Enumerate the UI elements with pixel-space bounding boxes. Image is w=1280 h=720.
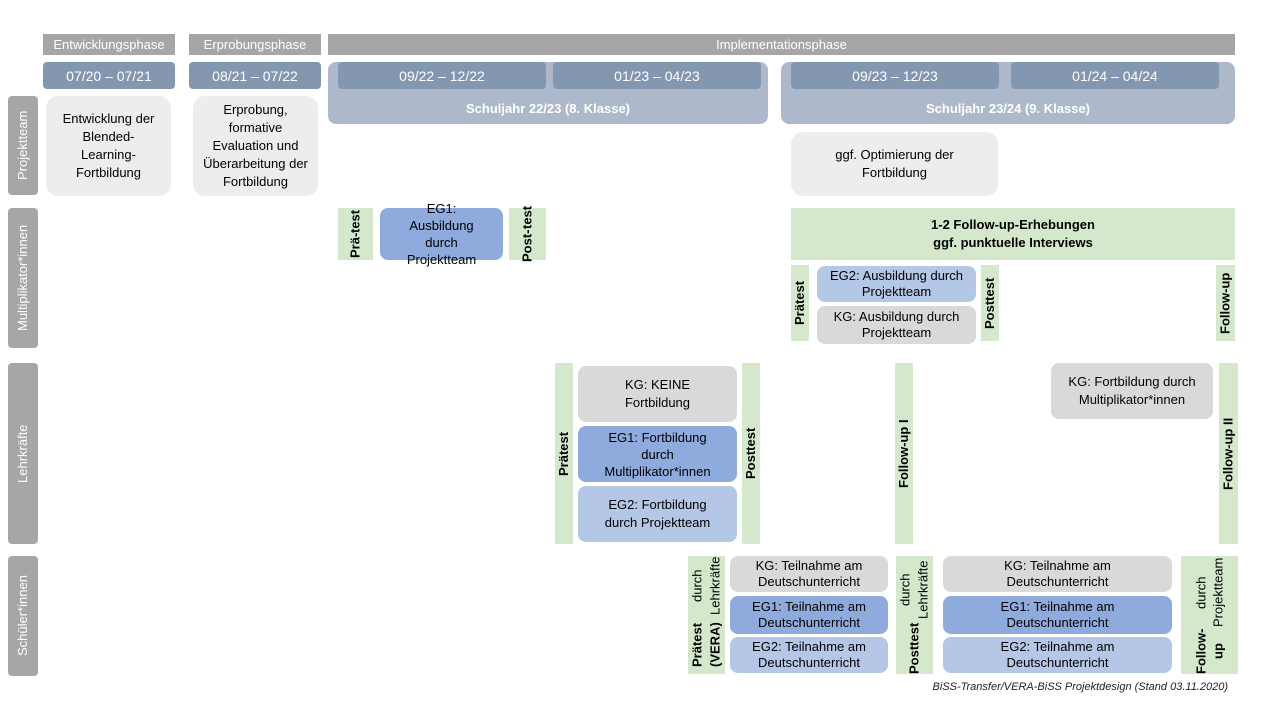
lehr-followup-1: Follow-up I: [895, 363, 913, 544]
lehr-praetest: Prätest: [555, 363, 573, 544]
box-erprobung: Erprobung, formative Evaluation und Über…: [193, 96, 318, 196]
multi-posttest-1: Post-test: [509, 206, 546, 262]
schueler-kg-1: KG: Teilnahme am Deutschunterricht: [730, 556, 888, 592]
lehr-eg2: EG2: Fortbildung durch Projektteam: [578, 486, 737, 542]
date-period: 09/23 – 12/23: [791, 62, 999, 89]
lehr-followup-2: Follow-up II: [1219, 363, 1238, 544]
label: Prätest (VERA): [689, 622, 723, 668]
date-period: 01/24 – 04/24: [1011, 62, 1219, 89]
schueler-eg2-1: EG2: Teilnahme am Deutschunterricht: [730, 637, 888, 673]
multi-followup: Follow-up: [1216, 265, 1235, 341]
phase-entwicklung: Entwicklungsphase: [43, 34, 175, 55]
label: durch Lehrkräfte: [689, 556, 723, 616]
date-period: 09/22 – 12/22: [338, 62, 546, 89]
multi-eg2: EG2: Ausbildung durch Projektteam: [817, 266, 976, 302]
label: durch Projektteam: [1193, 557, 1226, 627]
multi-kg: KG: Ausbildung durch Projektteam: [817, 306, 976, 344]
multi-eg1: EG1: Ausbildung durch Projektteam: [380, 201, 503, 267]
date-period: 01/23 – 04/23: [553, 62, 761, 89]
lehr-posttest: Posttest: [742, 363, 760, 544]
box-entwicklung: Entwicklung der Blended-Learning-Fortbil…: [46, 96, 171, 196]
label: test: [519, 206, 535, 230]
label: Post-: [519, 229, 535, 262]
label: Follow-up: [1193, 628, 1226, 675]
row-label-schueler: Schüler*innen: [8, 556, 38, 676]
multi-posttest-2: Posttest: [981, 265, 999, 341]
row-label-multiplikatoren: Multiplikator*innen: [8, 208, 38, 348]
caption: BiSS-Transfer/VERA-BiSS Projektdesign (S…: [932, 681, 1228, 693]
phase-erprobung: Erprobungsphase: [189, 34, 321, 55]
multi-praetest-2: Prätest: [791, 265, 809, 341]
label: Posttest: [906, 622, 922, 674]
schueler-posttest: Posttest durch Lehrkräfte: [896, 556, 933, 674]
label: Prä-: [347, 232, 363, 259]
box-optimierung: ggf. Optimierung der Fortbildung: [791, 132, 998, 196]
phase-implementation: Implementationsphase: [328, 34, 1235, 55]
label: test: [347, 209, 363, 233]
label: ggf. punktuelle Interviews: [933, 235, 1093, 250]
schueler-eg2-2: EG2: Teilnahme am Deutschunterricht: [943, 637, 1172, 673]
date-period: 08/21 – 07/22: [189, 62, 321, 89]
schueler-eg1-1: EG1: Teilnahme am Deutschunterricht: [730, 596, 888, 634]
lehr-eg1: EG1: Fortbildung durch Multiplikator*inn…: [578, 426, 737, 482]
multi-followup-erhebungen: 1-2 Follow-up-Erhebungen ggf. punktuelle …: [791, 208, 1235, 260]
row-label-lehrkraefte: Lehrkräfte: [8, 363, 38, 544]
date-period: 07/20 – 07/21: [43, 62, 175, 89]
schueler-eg1-2: EG1: Teilnahme am Deutschunterricht: [943, 596, 1172, 634]
schueler-praetest: Prätest (VERA) durch Lehrkräfte: [688, 556, 725, 674]
row-label-projektteam: Projektteam: [8, 96, 38, 195]
label: 1-2 Follow-up-Erhebungen: [931, 217, 1095, 232]
lehr-kg: KG: KEINE Fortbildung: [578, 366, 737, 422]
lehr-kg-fortbildung: KG: Fortbildung durch Multiplikator*inne…: [1051, 363, 1213, 419]
schueler-kg-2: KG: Teilnahme am Deutschunterricht: [943, 556, 1172, 592]
label: durch Lehrkräfte: [897, 560, 931, 619]
multi-praetest-1: Prä-test: [338, 208, 373, 260]
